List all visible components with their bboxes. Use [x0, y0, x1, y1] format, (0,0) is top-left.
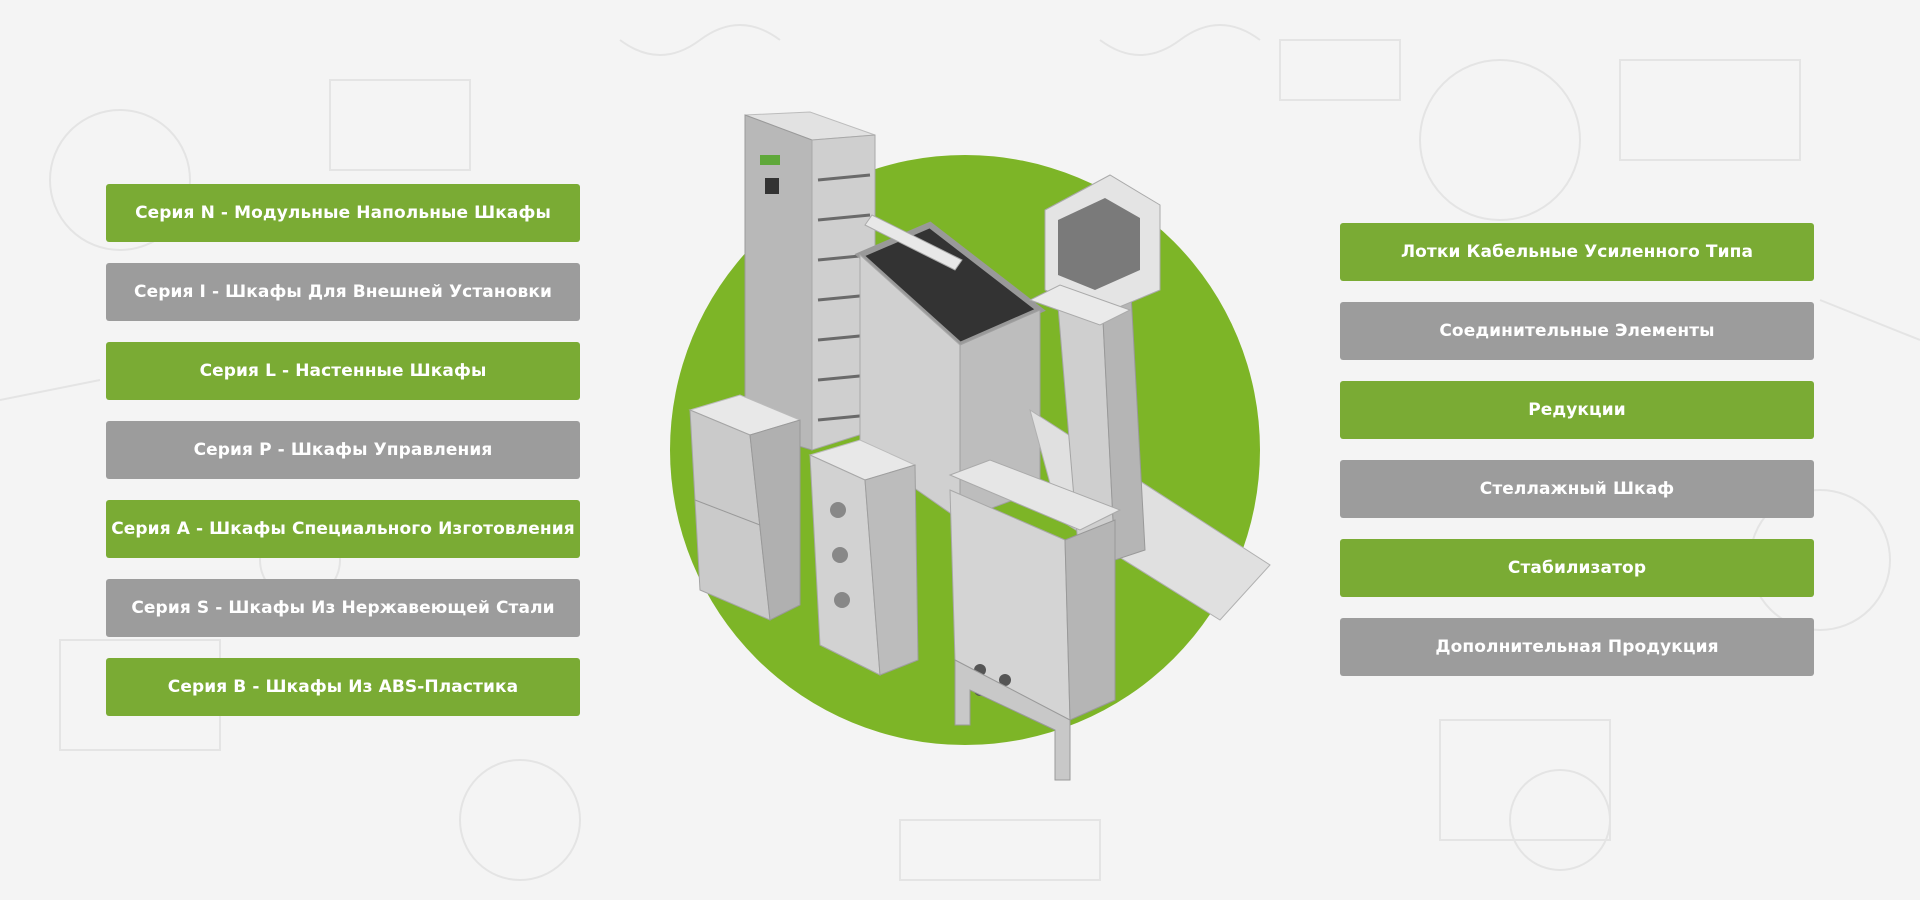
outdoor-cabinet-shape [948, 459, 1122, 781]
series-n-button[interactable]: Серия N - Модульные Напольные Шкафы [106, 184, 580, 242]
right-products-menu: Лотки Кабельные Усиленного Типа Соединит… [1340, 223, 1814, 697]
connecting-elements-button[interactable]: Соединительные Элементы [1340, 302, 1814, 360]
series-i-button[interactable]: Серия I - Шкафы Для Внешней Установки [106, 263, 580, 321]
enclosures-product-illustration [670, 111, 1271, 781]
series-a-button[interactable]: Серия A - Шкафы Специального Изготовлени… [106, 500, 580, 558]
floor-cabinet-shape [808, 439, 919, 676]
reductions-button[interactable]: Редукции [1340, 381, 1814, 439]
control-terminal-shape [1028, 174, 1271, 621]
wall-cabinet-shape [688, 394, 802, 621]
series-b-button[interactable]: Серия B - Шкафы Из ABS-Пластика [106, 658, 580, 716]
additional-products-button[interactable]: Дополнительная Продукция [1340, 618, 1814, 676]
series-p-button[interactable]: Серия P - Шкафы Управления [106, 421, 580, 479]
series-s-button[interactable]: Серия S - Шкафы Из Нержавеющей Стали [106, 579, 580, 637]
left-series-menu: Серия N - Модульные Напольные Шкафы Сери… [106, 184, 580, 737]
series-l-button[interactable]: Серия L - Настенные Шкафы [106, 342, 580, 400]
cable-trays-button[interactable]: Лотки Кабельные Усиленного Типа [1340, 223, 1814, 281]
rack-cabinet-shape [744, 111, 876, 451]
rack-cabinet-button[interactable]: Стеллажный Шкаф [1340, 460, 1814, 518]
stabilizer-button[interactable]: Стабилизатор [1340, 539, 1814, 597]
